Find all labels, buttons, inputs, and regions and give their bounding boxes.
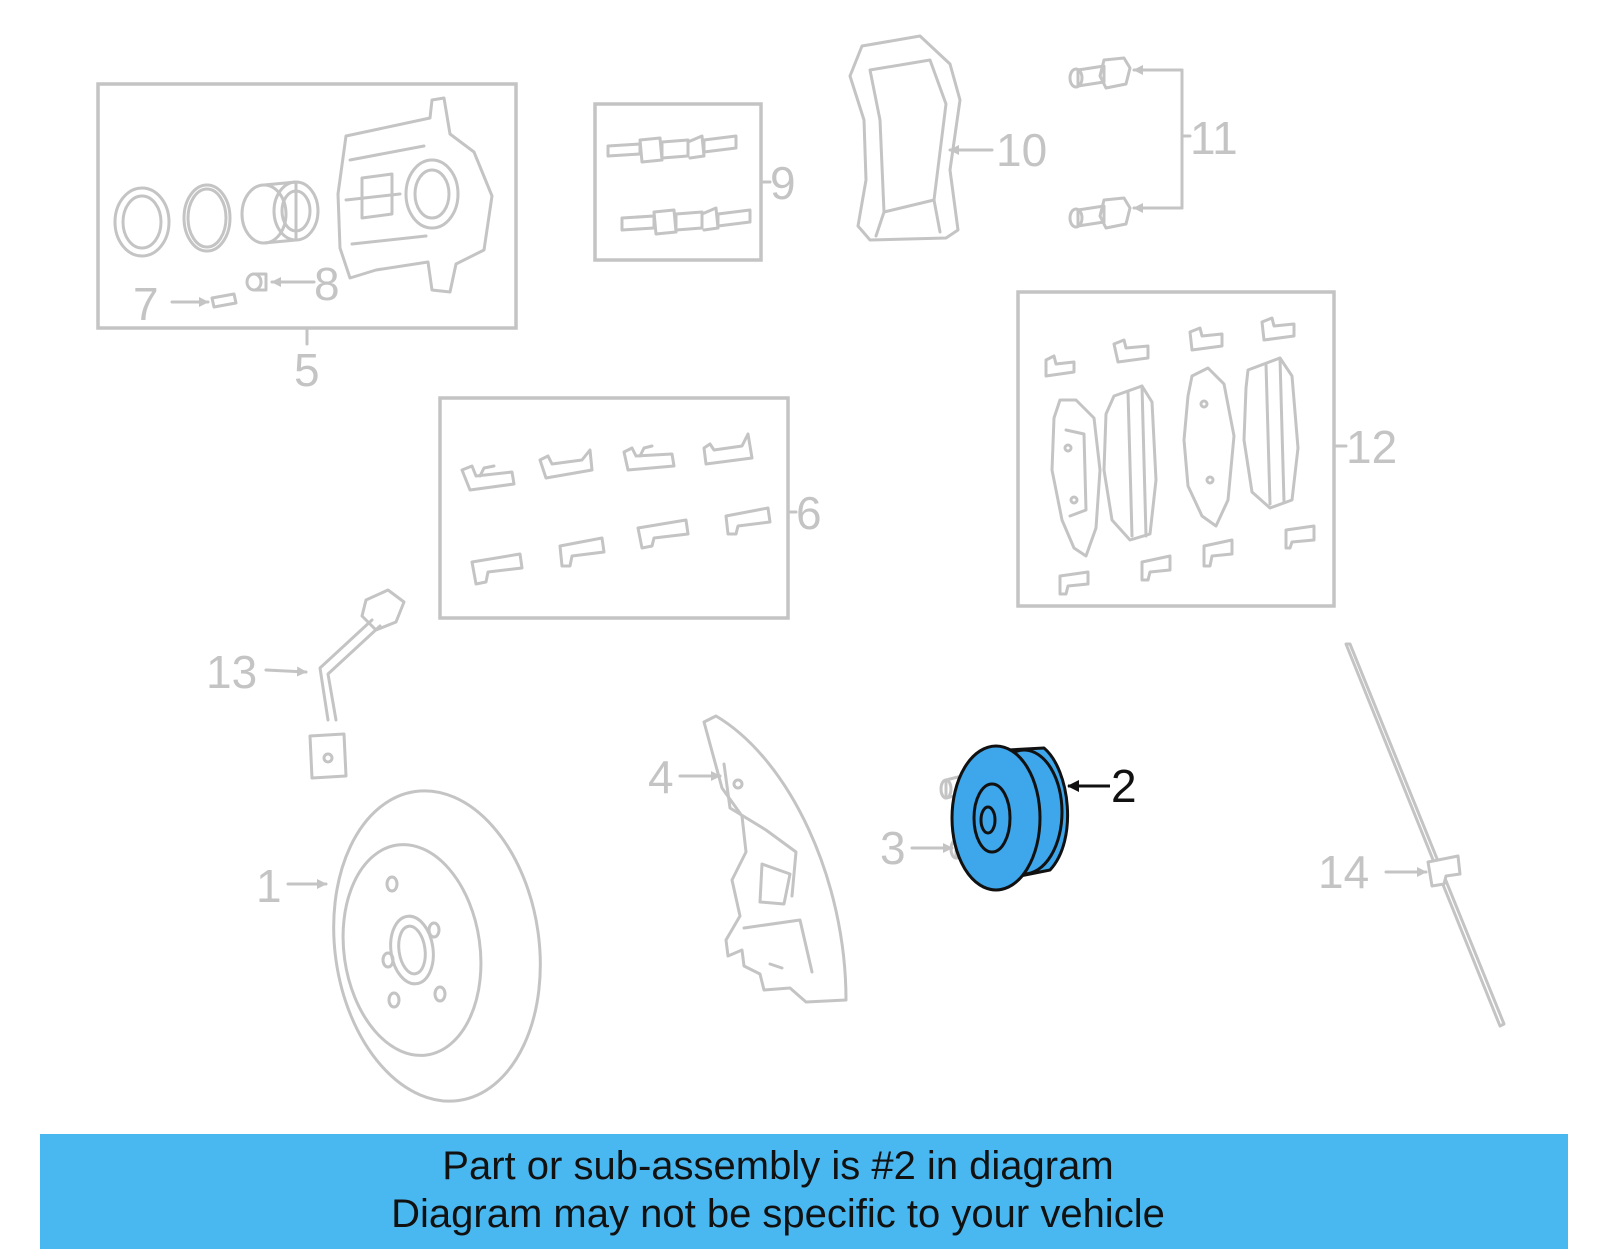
label-1: 1	[256, 860, 282, 912]
label-9: 9	[770, 157, 796, 209]
label-11: 11	[1190, 112, 1238, 164]
label-14: 14	[1318, 846, 1369, 898]
label-6: 6	[796, 487, 822, 539]
banner-background	[40, 1134, 1568, 1249]
part-13-sensor-group: 13	[206, 588, 406, 780]
part-14-group: 14	[1318, 642, 1506, 1028]
part-12-box	[1016, 290, 1336, 608]
part-6-box	[438, 396, 790, 620]
label-2: 2	[1111, 760, 1137, 812]
label-10: 10	[996, 124, 1047, 176]
label-8: 8	[314, 258, 340, 310]
part-9-box	[593, 102, 763, 262]
label-13: 13	[206, 646, 257, 698]
label-12: 12	[1346, 421, 1397, 473]
part-5-caliper-group: 7 8 5	[96, 82, 518, 396]
part-12-pads-group: 12	[1016, 290, 1397, 608]
label-5: 5	[294, 344, 320, 396]
part-10-bracket-group: 10	[848, 34, 1047, 242]
info-banner: Part or sub-assembly is #2 in diagram Di…	[40, 1134, 1568, 1249]
part-11-bolts-group: 11	[1068, 56, 1238, 230]
banner-line-2: Diagram may not be specific to your vehi…	[391, 1192, 1165, 1236]
part-4-shield-group: 4	[648, 714, 848, 1004]
part-1-rotor-group: 1	[256, 789, 542, 1103]
banner-line-1: Part or sub-assembly is #2 in diagram	[442, 1144, 1114, 1188]
part-9-guide-pin-group: 9	[593, 102, 796, 262]
label-4: 4	[648, 751, 674, 803]
label-3: 3	[880, 822, 906, 874]
label-7: 7	[133, 278, 159, 330]
part-2-hub-group: 2 3	[880, 744, 1137, 892]
part-6-clips-group: 6	[438, 396, 822, 620]
